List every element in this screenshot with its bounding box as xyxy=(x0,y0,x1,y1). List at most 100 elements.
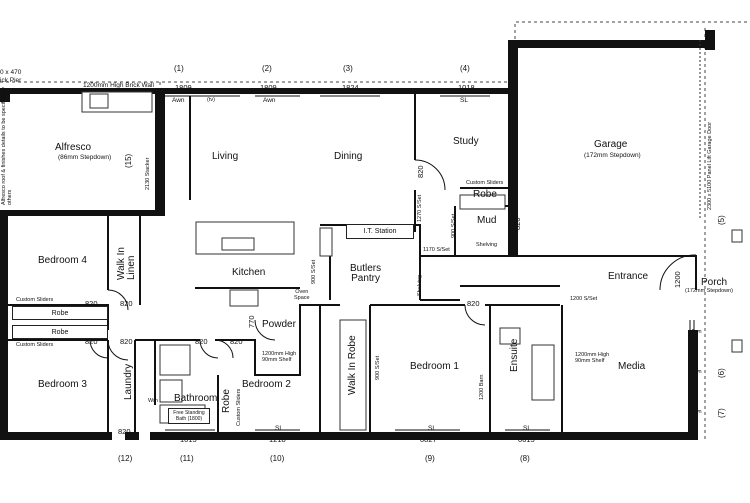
door-820-i: 820 xyxy=(416,165,425,178)
bottom-dim-2: 1218 xyxy=(269,435,286,444)
room-porch: Porch xyxy=(701,277,728,288)
left-ref-15: (15) xyxy=(124,153,133,168)
room-butlers-pantry: Butlers Pantry xyxy=(350,263,382,284)
bottom-ref-12: (12) xyxy=(118,454,133,463)
bottom-ref-11: (11) xyxy=(180,454,194,463)
stacker-note: 2130 Stacker xyxy=(145,157,151,190)
room-kitchen: Kitchen xyxy=(232,267,266,278)
left-dim-1: 2415 xyxy=(1,259,7,272)
room-bedroom1: Bedroom 1 xyxy=(410,361,459,372)
room-alfresco: Alfresco xyxy=(55,142,92,153)
robe-study: Robe xyxy=(473,189,497,200)
robe-bedroom4: Robe xyxy=(12,306,108,320)
room-walk-in-linen: Walk In Linen xyxy=(116,247,137,280)
room-it-station: I.T. Station xyxy=(346,224,414,239)
custom-sliders-bed4: Custom Sliders xyxy=(16,297,54,303)
interior-walls xyxy=(8,94,697,432)
custom-sliders-study: Custom Sliders xyxy=(466,180,504,186)
door-820-b: 820 xyxy=(120,299,133,308)
door-820-h: 820 xyxy=(118,427,131,436)
top-dim-4: 1018 xyxy=(458,83,475,92)
door-820-d: 820 xyxy=(120,337,133,346)
set-900-pantry: 900 S/Set xyxy=(311,259,317,284)
awn-1: Awn xyxy=(172,97,185,104)
door-770: 770 xyxy=(247,315,256,328)
top-ref-4: (4) xyxy=(460,64,470,73)
room-laundry: Laundry xyxy=(123,363,134,400)
set-1270: 1270 S/Set xyxy=(417,194,423,222)
right-ref-7: (7) xyxy=(717,408,726,418)
bottom-ref-9: (9) xyxy=(425,454,435,463)
garage-door-note: 2300 x 5100 Panel Lift Garage Door xyxy=(707,121,713,210)
room-powder: Powder xyxy=(262,319,296,330)
site-note-1: 0 x 470 xyxy=(0,69,22,76)
door-820-j: 820 xyxy=(513,217,522,230)
right-ref-6: (6) xyxy=(717,368,726,378)
sl-bottom-3: SL xyxy=(523,425,531,432)
left-dim-2: 2415 xyxy=(1,379,7,392)
barn-1200: 1200 Barn xyxy=(479,374,485,400)
set-1170: 1170 S/Set xyxy=(423,247,450,253)
top-ref-3: (3) xyxy=(343,64,353,73)
top-dim-2: 1809 xyxy=(260,83,277,92)
top-dim-3: 1824 xyxy=(342,83,359,92)
sl-top: SL xyxy=(460,97,468,104)
door-820-e: 820 xyxy=(195,337,208,346)
door-820-f: 820 xyxy=(230,337,243,346)
shelving-pantry: Shelving xyxy=(417,274,423,296)
shelf-note-bed2: 1200mm High 90mm Shelf xyxy=(262,351,297,363)
top-ref-1: (1) xyxy=(174,64,184,73)
room-bedroom4: Bedroom 4 xyxy=(38,255,87,266)
robe-bedroom3: Robe xyxy=(12,325,108,339)
door-820-c: 820 xyxy=(85,337,98,346)
windows xyxy=(165,91,695,435)
bottom-ref-8: (8) xyxy=(520,454,530,463)
bottom-ref-10: (10) xyxy=(270,454,285,463)
awn-2: Awn xyxy=(263,97,276,104)
sl-bottom-1: SL xyxy=(275,425,283,432)
washing-machine: Wm xyxy=(148,398,158,404)
right-ref-5: (5) xyxy=(717,215,726,225)
room-walk-in-robe: Walk In Robe xyxy=(347,335,358,395)
free-standing-bath: Free Standing Bath (1800) xyxy=(168,408,210,424)
oven-space: Oven Space xyxy=(294,289,310,301)
custom-sliders-bed3: Custom Sliders xyxy=(16,342,54,348)
robe-bedroom2: Robe xyxy=(221,389,232,413)
room-study: Study xyxy=(453,136,479,147)
door-820-a: 820 xyxy=(85,299,98,308)
door-820-g: 820 xyxy=(467,299,480,308)
set-900-robe: 900 S/Set xyxy=(375,355,381,380)
room-media: Media xyxy=(618,361,646,372)
room-porch-sub: (172mm Stepdown) xyxy=(685,288,733,294)
bottom-dim-1: 1015 xyxy=(180,435,197,444)
awn-media-3: Awn xyxy=(691,409,702,415)
top-ref-2: (2) xyxy=(262,64,272,73)
shelf-note-media: 1200mm High 90mm Shelf xyxy=(575,352,610,364)
room-entrance: Entrance xyxy=(608,271,649,282)
awn-media-1: Awn xyxy=(691,329,702,335)
awn-media-2: Awn xyxy=(691,369,702,375)
door-swings xyxy=(89,159,697,361)
top-dim-1: 1809 xyxy=(175,83,192,92)
alfresco-side-note: Alfresco roof & finishes details to be s… xyxy=(1,86,13,205)
shelving-mud: Shelving xyxy=(476,242,498,248)
tv-point: (tv) xyxy=(207,97,215,103)
bottom-dim-3: 0827 xyxy=(420,435,437,444)
room-dining: Dining xyxy=(334,151,363,162)
brick-wall-note: 1200mm High Brick Wall xyxy=(83,82,154,89)
door-1200: 1200 xyxy=(673,271,682,288)
side-switches xyxy=(731,229,743,353)
room-living: Living xyxy=(212,151,239,162)
outer-walls xyxy=(0,30,715,440)
room-bedroom2: Bedroom 2 xyxy=(242,379,291,390)
set-1200: 1200 S/Set xyxy=(570,296,598,302)
room-ensuite: Ensuite xyxy=(509,338,520,372)
bottom-dim-4: 0615 xyxy=(518,435,535,444)
custom-sliders-bed2: Custom Sliders xyxy=(236,388,242,426)
site-note-2: ick Pier xyxy=(0,77,22,84)
room-garage: Garage xyxy=(594,139,628,150)
room-garage-sub: (172mm Stepdown) xyxy=(584,152,641,159)
room-mud: Mud xyxy=(477,215,497,226)
room-bedroom3: Bedroom 3 xyxy=(38,379,87,390)
